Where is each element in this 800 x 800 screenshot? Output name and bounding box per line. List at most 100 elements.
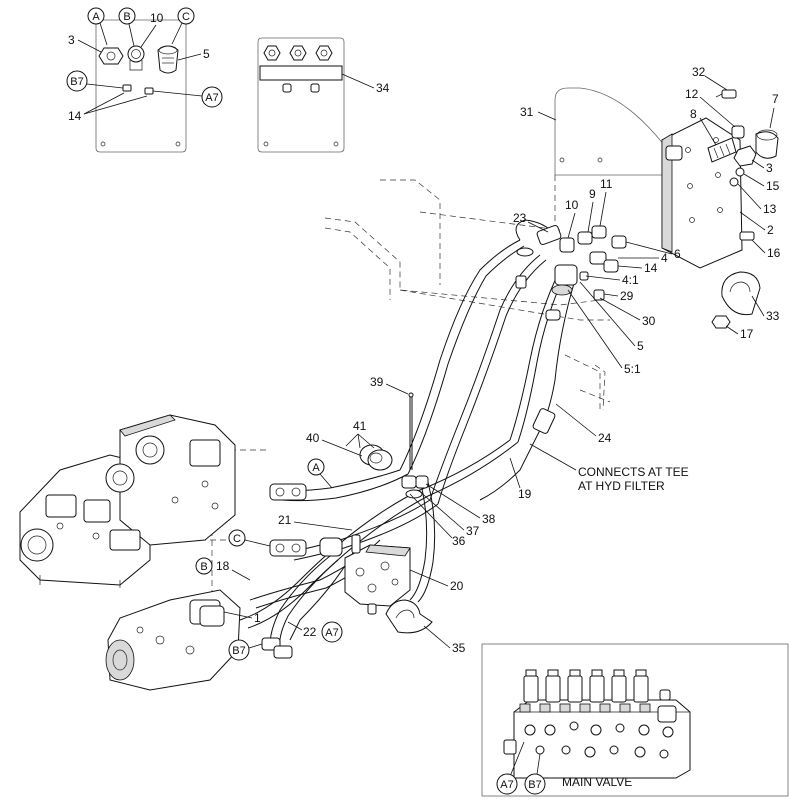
callout-30: 30: [642, 314, 656, 328]
svg-text:A: A: [312, 462, 320, 474]
fitting-detail-panel: [95, 19, 187, 153]
callout-41: 41: [353, 419, 367, 433]
callout-11: 11: [600, 177, 613, 191]
hose-end-fitting: [532, 408, 556, 434]
mounting-plate-34: [257, 37, 345, 153]
circle-label-a-main: A: [307, 458, 325, 476]
callout-22: 22: [303, 625, 317, 639]
machine-frame-outline: [200, 179, 611, 600]
connects-note-line1: CONNECTS AT TEE: [578, 465, 689, 479]
callout-20: 20: [450, 579, 464, 593]
bolt-32: [715, 89, 737, 99]
check-valve-8: [707, 137, 737, 163]
circle-label-b-main: B: [195, 557, 213, 575]
callout-14b: 14: [644, 261, 658, 275]
circle-label-b-top: B: [118, 7, 136, 25]
callout-4-1: 4:1: [622, 273, 639, 287]
callout-4: 4: [661, 251, 668, 265]
circle-label-a7-main: A7: [321, 621, 343, 643]
callout-10: 10: [150, 11, 164, 25]
bolt-17: [711, 315, 731, 329]
tee-fittings-36-38: [401, 475, 429, 499]
callout-2: 2: [767, 223, 774, 237]
callout-18: 18: [216, 559, 230, 573]
callout-3: 3: [68, 33, 75, 47]
nut-3-right: [733, 145, 757, 167]
rod-39: [408, 392, 414, 470]
main-valve-inset: [481, 643, 789, 797]
svg-text:A7: A7: [500, 779, 513, 791]
callout-1: 1: [254, 611, 261, 625]
fitting-12: [731, 125, 745, 139]
circle-label-a7-top: A7: [201, 86, 223, 108]
fitting-a-pump: [269, 483, 307, 501]
fitting-18: [199, 605, 225, 627]
cap-7: [755, 129, 779, 159]
svg-text:B: B: [123, 11, 130, 23]
fitting-cluster: [515, 225, 627, 321]
callout-14: 14: [68, 109, 82, 123]
clamp-33: [721, 271, 761, 316]
nut-part: [98, 47, 124, 65]
callout-8: 8: [690, 107, 697, 121]
fitting-part: [127, 45, 145, 71]
washer-13: [729, 177, 739, 187]
bolt-16: [739, 231, 755, 241]
callout-5-1: 5:1: [624, 362, 641, 376]
callout-29: 29: [620, 289, 634, 303]
fitting-b7-pump: [261, 637, 293, 659]
svg-text:C: C: [182, 11, 190, 23]
callout-24: 24: [598, 431, 612, 445]
cap-part: [157, 45, 179, 74]
callout-23: 23: [513, 211, 527, 225]
pump-assembly: [19, 414, 236, 588]
main-valve-label: MAIN VALVE: [562, 775, 632, 789]
callout-36: 36: [452, 534, 466, 548]
svg-text:B7: B7: [232, 645, 245, 657]
circle-label-b7-top: B7: [66, 70, 88, 92]
svg-text:B7: B7: [528, 779, 541, 791]
circle-label-a7-inset: A7: [496, 773, 518, 795]
connects-note-line2: AT HYD FILTER: [578, 479, 665, 493]
callout-13: 13: [763, 202, 777, 216]
callout-7: 7: [772, 92, 779, 106]
circle-label-b7-inset: B7: [524, 773, 546, 795]
clamp-40-41: [359, 444, 393, 471]
bracket-plate-31: [554, 87, 691, 230]
callout-5b: 5: [637, 339, 644, 353]
callout-34: 34: [376, 81, 390, 95]
svg-text:C: C: [233, 533, 241, 545]
callout-40: 40: [306, 431, 320, 445]
circle-label-b7-main: B7: [228, 639, 250, 661]
test-port-b7: [122, 84, 132, 92]
test-port-a7: [144, 87, 154, 95]
svg-text:A7: A7: [205, 92, 218, 104]
svg-text:A7: A7: [325, 627, 338, 639]
callout-17: 17: [740, 327, 754, 341]
manifold-20: [344, 544, 411, 615]
callout-35: 35: [452, 641, 466, 655]
callout-31: 31: [520, 105, 534, 119]
hose-bundle: [239, 219, 576, 649]
hose-collar: [319, 534, 361, 557]
callout-16: 16: [767, 246, 781, 260]
callout-32: 32: [692, 65, 706, 79]
clamp-35: [385, 599, 433, 634]
callout-33: 33: [766, 309, 780, 323]
svg-text:B7: B7: [70, 76, 83, 88]
circle-label-c-main: C: [228, 529, 246, 547]
svg-text:B: B: [200, 561, 207, 573]
fitting-c-pump: [269, 539, 307, 557]
washer-15: [735, 167, 745, 177]
callout-21: 21: [278, 513, 292, 527]
callout-6: 6: [674, 247, 681, 261]
valve-ports: [503, 721, 674, 759]
callout-37: 37: [466, 524, 480, 538]
callout-15: 15: [766, 179, 780, 193]
callout-38: 38: [482, 512, 496, 526]
callout-19: 19: [518, 487, 532, 501]
circle-label-c-top: C: [177, 7, 195, 25]
callout-3b: 3: [766, 161, 773, 175]
callout-10b: 10: [565, 198, 579, 212]
